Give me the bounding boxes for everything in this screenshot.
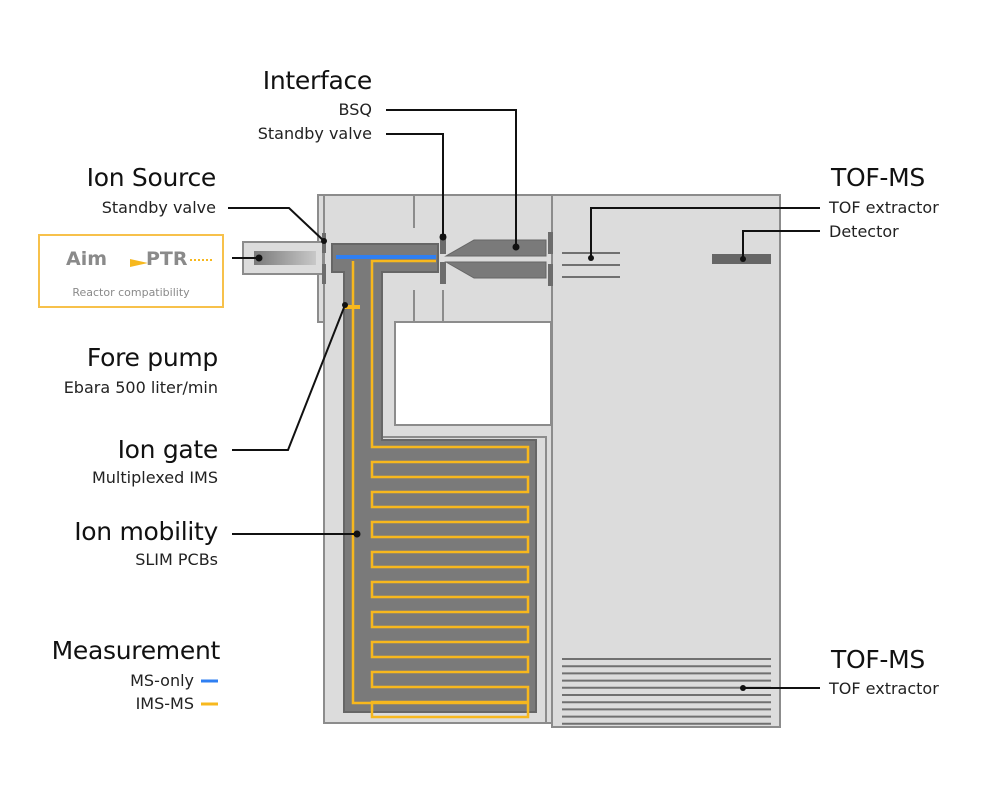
tof-entrance-plate [548, 232, 553, 254]
reactor-compatibility-caption: Reactor compatibility [72, 286, 190, 299]
ims-ms-path [351, 259, 530, 719]
tof-ms-title-top: TOF-MS [831, 163, 925, 192]
legend-label-ms-only: MS-only [130, 671, 194, 690]
interface-title: Interface [262, 66, 373, 95]
bsq-upper [444, 239, 547, 257]
leader-ion-gate [232, 304, 346, 451]
interface-standby-label: Standby valve [257, 124, 372, 143]
legend-label-ims-ms: IMS-MS [135, 694, 194, 713]
standby-valve-interface [440, 234, 446, 254]
bsq-lower [444, 261, 547, 279]
fore-pump-title: Fore pump [86, 343, 218, 372]
tof-ms-title-bottom: TOF-MS [831, 645, 925, 674]
ion-gate-spec: Multiplexed IMS [91, 468, 218, 487]
leader-dots [255, 233, 746, 691]
standby-valve-interface [440, 262, 446, 284]
tof-extractor-bottom [562, 658, 771, 725]
ptr-dots-icon [190, 259, 212, 261]
legend-title: Measurement [51, 636, 221, 665]
standby-valve-source [322, 264, 326, 284]
ion-mobility-title: Ion mobility [74, 517, 218, 546]
reactor-compatibility-box: Aim PTR Reactor compatibility [38, 234, 224, 308]
ion-gate-title: Ion gate [117, 435, 219, 464]
leader-detector [742, 230, 820, 259]
tof-extractor-bottom-label: TOF extractor [829, 679, 939, 698]
ion-source-standby-label: Standby valve [101, 198, 216, 217]
ion-source-title: Ion Source [86, 163, 217, 192]
leader-tof-extractor [590, 207, 820, 258]
aim-logo: Aim [66, 248, 108, 270]
leader-lines [228, 109, 820, 689]
tof-extractor-label: TOF extractor [829, 198, 939, 217]
ion-source-capillary [254, 251, 316, 265]
tof-entrance-plate [548, 264, 553, 286]
tof-ms-housing [551, 194, 781, 728]
ion-mobility-spec: SLIM PCBs [135, 550, 218, 569]
ptr-arrow-icon [130, 259, 148, 267]
interface-bsq-label: BSQ [338, 100, 372, 119]
fore-pump-cavity [394, 321, 552, 426]
leader-interface-standby [386, 133, 444, 237]
detector-label: Detector [829, 222, 899, 241]
leader-source-standby [228, 207, 325, 242]
leader-bsq [386, 109, 517, 247]
ptr-logo: PTR [146, 248, 188, 270]
fore-pump-spec: Ebara 500 liter/min [63, 378, 218, 397]
